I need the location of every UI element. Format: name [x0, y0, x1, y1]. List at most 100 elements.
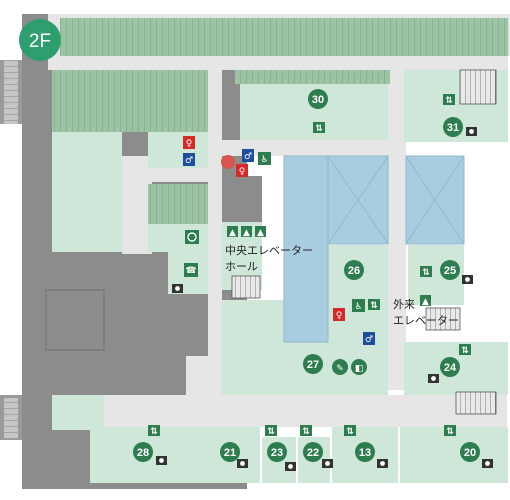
svg-text:30: 30	[312, 94, 324, 106]
svg-text:♿: ♿	[260, 155, 268, 165]
svg-text:▲: ▲	[229, 228, 236, 238]
outpatient-elevator-label-line1: 外来	[393, 298, 415, 311]
room-badge-25: 25	[440, 260, 460, 280]
service-counter-icon: ☎	[184, 263, 198, 277]
elevator-icon: ▲	[241, 226, 252, 238]
restroom-female-icon: ♀	[236, 164, 248, 177]
svg-text:⇅: ⇅	[150, 427, 158, 437]
stairs-icon: ⇅	[368, 299, 380, 311]
stairs-icon: ⇅	[444, 425, 456, 437]
restroom-male-icon: ♂	[183, 153, 195, 166]
camera-icon	[377, 459, 388, 468]
room-badge-22: 22	[303, 442, 323, 462]
svg-text:♂: ♂	[244, 152, 252, 162]
svg-text:⇅: ⇅	[446, 427, 454, 437]
outpatient-elevator-label-line2: エレベーター	[393, 314, 459, 327]
stairs-icon: ⇅	[265, 425, 277, 437]
svg-text:♀: ♀	[239, 167, 246, 177]
elevator-icon: ▲	[255, 226, 266, 238]
camera-icon	[322, 459, 333, 468]
svg-text:21: 21	[224, 447, 236, 459]
room-badge-30: 30	[308, 89, 328, 109]
stairs-icon: ⇅	[313, 122, 325, 134]
camera-icon	[428, 374, 439, 383]
drink-icon: ◧	[351, 359, 367, 375]
camera-icon	[482, 459, 493, 468]
central-elevator-hall-label-line2: ホール	[225, 260, 258, 273]
svg-text:⇅: ⇅	[346, 427, 354, 437]
roof-zones	[52, 18, 508, 224]
camera-icons	[156, 127, 493, 471]
svg-text:☎: ☎	[185, 266, 196, 276]
camera-icon	[285, 462, 296, 471]
svg-text:31: 31	[447, 122, 459, 134]
floor-label: 2F	[29, 31, 51, 52]
elevator-icon: ▲	[420, 295, 431, 307]
svg-text:♂: ♂	[365, 335, 373, 345]
room-badge-31: 31	[443, 117, 463, 137]
svg-text:⇅: ⇅	[315, 124, 323, 134]
restroom-female-icon: ♀	[183, 136, 195, 149]
room-badge-28: 28	[133, 442, 153, 462]
stairs-icon: ⇅	[344, 425, 356, 437]
elevator-icons: ▲ ▲ ▲ ▲	[227, 226, 431, 307]
stairs-icons: ⇅ ⇅ ⇅ ⇅ ⇅ ⇅ ⇅ ⇅ ⇅ ⇅	[148, 94, 471, 437]
room-badge-13: 13	[355, 442, 375, 462]
svg-text:27: 27	[307, 359, 319, 371]
svg-text:♿: ♿	[354, 302, 362, 312]
room-badge-26: 26	[344, 260, 364, 280]
svg-text:▲: ▲	[257, 228, 264, 238]
svg-text:⇅: ⇅	[370, 301, 378, 311]
svg-text:26: 26	[348, 265, 360, 277]
room-badges: 30 31 26 25 27 24 28 21 23 22 13 20	[133, 89, 480, 462]
svg-text:▲: ▲	[243, 228, 250, 238]
camera-icon	[466, 127, 477, 136]
room-badge-23: 23	[267, 442, 287, 462]
service-icons: ☎ ✎ ◧	[184, 230, 367, 375]
room-badge-20: 20	[460, 442, 480, 462]
phone-icon: ✎	[332, 359, 348, 375]
svg-text:⇅: ⇅	[267, 427, 275, 437]
svg-text:▲: ▲	[422, 297, 429, 307]
restroom-female-icon: ♀	[333, 308, 345, 321]
svg-text:23: 23	[271, 447, 283, 459]
wheelchair-icon: ♿	[258, 152, 271, 165]
camera-icon	[156, 456, 167, 465]
svg-text:⇅: ⇅	[461, 346, 469, 356]
svg-text:20: 20	[464, 447, 476, 459]
svg-text:♀: ♀	[186, 139, 193, 149]
stairs-icon: ⇅	[459, 344, 471, 356]
svg-text:⇅: ⇅	[445, 96, 453, 106]
floor-badge: 2F	[19, 19, 61, 61]
elevator-shafts	[168, 69, 497, 415]
area-labels: 中央エレベーター ホール 外来 エレベーター	[225, 244, 459, 327]
wheelchair-icon: ♿	[352, 299, 365, 312]
restroom-male-icon: ♂	[242, 149, 254, 162]
svg-text:13: 13	[359, 447, 371, 459]
camera-icon	[237, 459, 248, 468]
svg-text:⇅: ⇅	[302, 427, 310, 437]
atrium-voids	[283, 155, 465, 343]
current-location-marker	[221, 155, 235, 169]
stairs-icon: ⇅	[300, 425, 312, 437]
svg-text:◧: ◧	[355, 364, 364, 374]
svg-text:25: 25	[444, 265, 456, 277]
stairs-icon: ⇅	[443, 94, 455, 106]
svg-text:28: 28	[137, 447, 149, 459]
svg-text:24: 24	[444, 362, 457, 374]
svg-text:⇅: ⇅	[422, 268, 430, 278]
room-badge-24: 24	[440, 357, 460, 377]
room-badge-27: 27	[303, 354, 323, 374]
svg-text:✎: ✎	[336, 364, 344, 374]
camera-icon	[172, 284, 183, 293]
svg-text:♂: ♂	[185, 156, 193, 166]
room-badge-21: 21	[220, 442, 240, 462]
info-icon	[185, 230, 199, 244]
central-elevator-hall-label-line1: 中央エレベーター	[225, 244, 313, 257]
stairs-icon: ⇅	[420, 266, 432, 278]
svg-text:♀: ♀	[336, 311, 343, 321]
elevator-icon: ▲	[227, 226, 238, 238]
svg-text:22: 22	[307, 447, 319, 459]
restroom-male-icon: ♂	[363, 332, 375, 345]
